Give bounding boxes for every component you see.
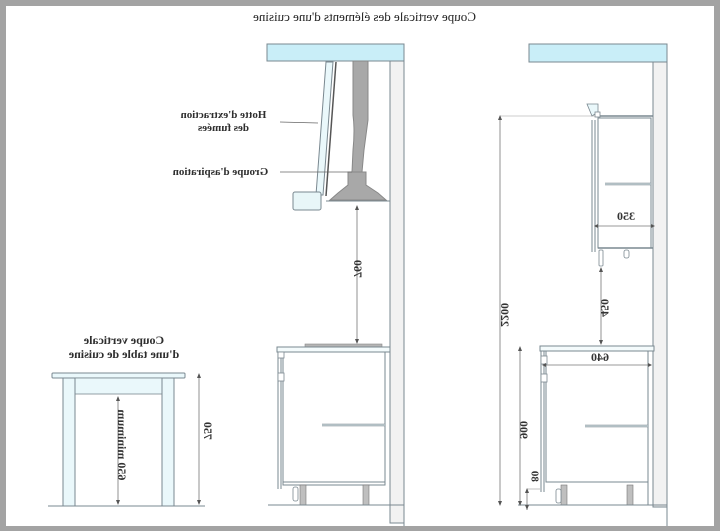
- table-section-label-line2: d'une table de cuisine: [68, 346, 180, 361]
- technical-drawing: [48, 43, 668, 526]
- hood-label-line2: des fumées: [197, 121, 250, 134]
- dim-table-height: 750: [200, 421, 215, 440]
- hood-label: Hotte d'extraction des fumées: [166, 109, 281, 134]
- table-section-label-line1: Coupe verticale: [83, 333, 165, 347]
- table-apron: [74, 377, 172, 395]
- dim-plinth-height: 80: [528, 470, 541, 482]
- blower-base: [328, 171, 388, 201]
- blower-label: Groupe d'aspiration: [172, 166, 269, 178]
- hood-label-line1: Hotte d'extraction: [180, 109, 267, 121]
- table-top: [51, 372, 186, 379]
- dim-wall-cabinet-depth: 350: [617, 209, 635, 223]
- wall-center: [389, 60, 405, 524]
- ceiling-slab-center: [266, 43, 405, 62]
- hood-panel: [315, 61, 334, 196]
- dim-table-clearance: 650 minimum: [114, 409, 129, 481]
- dim-total-height: 2200: [497, 302, 512, 327]
- exhaust-duct: [351, 60, 369, 173]
- hood-control-box: [292, 191, 322, 211]
- drawing-sheet: Coupe verticale des éléments d'une cuisi…: [6, 6, 714, 526]
- base-cabinet-right: [545, 350, 649, 483]
- wall-right: [652, 61, 668, 508]
- dim-hood-to-cooktop: 760: [350, 259, 365, 278]
- drawing-title: Coupe verticale des éléments d'une cuisi…: [253, 9, 476, 24]
- table-section-label: Coupe verticale d'une table de cuisine: [54, 333, 194, 362]
- base-cabinet-center: [282, 351, 386, 486]
- table-leg-left: [62, 377, 76, 507]
- table-leg-right: [161, 377, 175, 507]
- dim-base-depth: 640: [591, 350, 609, 364]
- countertop-center: [276, 346, 391, 353]
- hood-strut: [325, 61, 337, 197]
- ceiling-slab-right: [528, 43, 668, 63]
- dim-base-height: 900: [516, 420, 531, 439]
- dim-wall-to-counter: 450: [597, 298, 612, 317]
